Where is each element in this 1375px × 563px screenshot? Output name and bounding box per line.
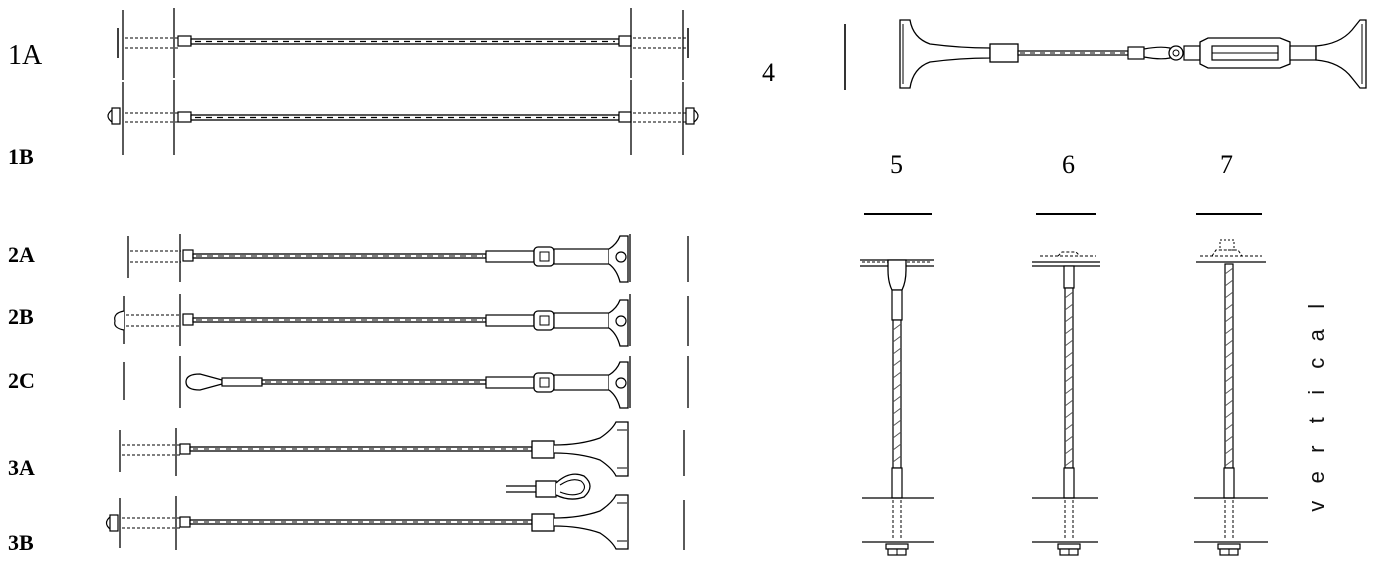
vertical-label-letter: c	[1303, 357, 1329, 369]
label-5: 5	[890, 150, 903, 179]
vertical-label-letter: v	[1303, 500, 1329, 512]
label-2c: 2C	[8, 368, 35, 393]
label-4: 4	[762, 58, 775, 87]
label-1a: 1A	[8, 40, 43, 71]
assembly-2a	[127, 234, 689, 283]
assembly-2b	[114, 294, 689, 347]
assembly-2c	[123, 356, 689, 409]
vertical-label-letter: t	[1303, 417, 1329, 424]
assembly-5	[860, 213, 934, 556]
vertical-label-letter: r	[1303, 445, 1329, 453]
assembly-6	[1032, 213, 1100, 556]
vertical-label-letter: l	[1303, 303, 1329, 309]
label-6: 6	[1062, 150, 1075, 179]
assembly-1a	[117, 8, 689, 80]
vertical-label-letter: e	[1303, 471, 1329, 484]
label-2a: 2A	[8, 242, 35, 267]
assembly-7	[1194, 213, 1268, 556]
label-1b: 1B	[8, 144, 34, 169]
vertical-label-letter: i	[1303, 389, 1329, 395]
vertical-label: l a c i t r e v	[1303, 292, 1329, 520]
assembly-3b	[105, 494, 685, 550]
label-3b: 3B	[8, 530, 34, 555]
label-3a: 3A	[8, 455, 35, 480]
vertical-label-letter: a	[1303, 328, 1329, 341]
assembly-4	[844, 19, 1367, 90]
label-7: 7	[1220, 150, 1233, 179]
assembly-3a	[119, 421, 685, 500]
label-2b: 2B	[8, 304, 34, 329]
assembly-1b	[107, 80, 699, 155]
